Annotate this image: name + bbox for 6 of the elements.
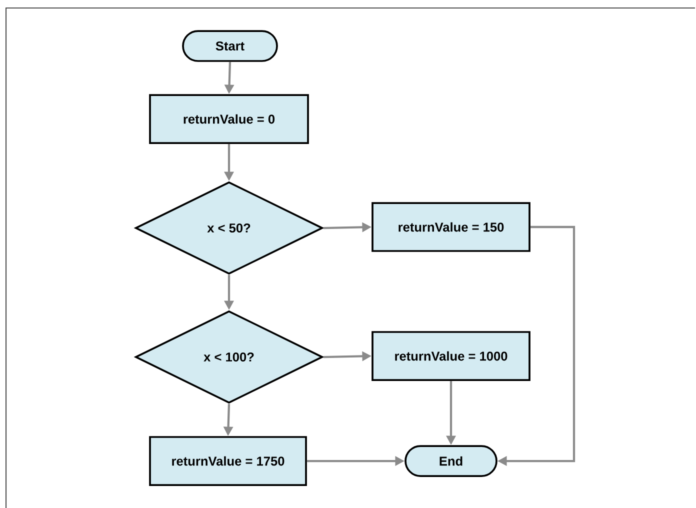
process-box: returnValue = 1000: [372, 331, 530, 381]
process-box: returnValue = 1750: [149, 436, 307, 486]
terminal-box: Start: [182, 30, 278, 62]
process-box: returnValue = 150: [372, 202, 530, 252]
terminal-box: End: [404, 445, 498, 477]
process-box: returnValue = 0: [149, 94, 309, 144]
